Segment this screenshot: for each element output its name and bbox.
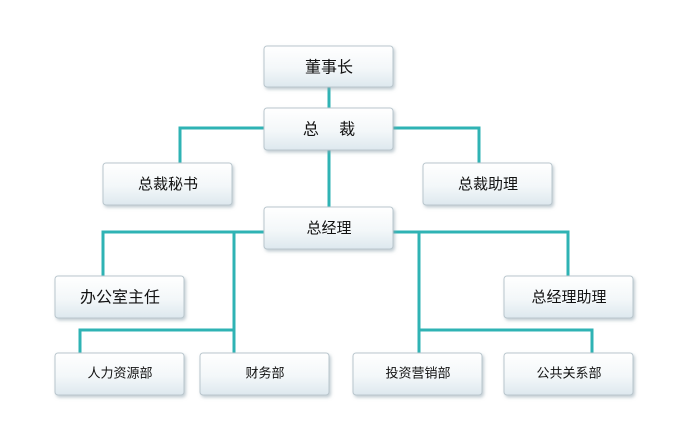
node-office-director-label: 办公室主任 — [80, 288, 160, 307]
node-investment-marketing-department-box — [352, 352, 483, 396]
node-general-manager-label: 总经理 — [306, 219, 351, 237]
node-president-assistant-label: 总裁助理 — [458, 175, 518, 193]
connector-president-secretary — [178, 126, 266, 165]
node-public-relations-department-box — [503, 352, 634, 396]
connector-president-assistant — [391, 126, 481, 165]
node-hr-department: 人力资源部 — [54, 352, 185, 396]
node-president-label: 总 裁 — [303, 120, 355, 139]
node-finance-department: 财务部 — [199, 352, 330, 396]
connector-gm-left — [101, 230, 266, 278]
connectors — [78, 85, 594, 355]
node-office-director: 办公室主任 — [54, 275, 185, 319]
node-chairman-label: 董事长 — [305, 58, 353, 77]
node-investment-marketing-department: 投资营销部 — [352, 352, 483, 396]
node-president-assistant-box — [422, 162, 553, 206]
node-office-director-box — [54, 275, 185, 319]
node-general-manager-box — [263, 206, 394, 250]
node-finance-department-box — [199, 352, 330, 396]
node-investment-marketing-department-label: 投资营销部 — [385, 366, 450, 382]
node-hr-department-label: 人力资源部 — [87, 367, 152, 382]
node-president-secretary-box — [102, 162, 233, 206]
node-gm-assistant: 总经理助理 — [503, 275, 634, 319]
node-president-assistant: 总裁助理 — [422, 162, 553, 206]
node-chairman-box — [263, 45, 394, 88]
node-finance-department-label: 财务部 — [245, 366, 284, 382]
node-president-secretary: 总裁秘书 — [102, 162, 233, 206]
connector-hr-branch — [78, 328, 236, 355]
node-president-secretary-label: 总裁秘书 — [138, 175, 198, 193]
node-hr-department-box — [54, 352, 185, 396]
node-gm-assistant-box — [503, 275, 634, 319]
node-president-box — [263, 107, 394, 151]
node-chairman: 董事长 — [263, 45, 394, 88]
node-gm-assistant-label: 总经理助理 — [531, 288, 606, 306]
node-president: 总 裁 — [263, 107, 394, 151]
connector-pr-branch — [417, 328, 594, 355]
connector-gm-right — [391, 230, 570, 278]
node-public-relations-department-label: 公共关系部 — [536, 367, 601, 382]
node-general-manager: 总经理 — [263, 206, 394, 250]
node-public-relations-department: 公共关系部 — [503, 352, 634, 396]
